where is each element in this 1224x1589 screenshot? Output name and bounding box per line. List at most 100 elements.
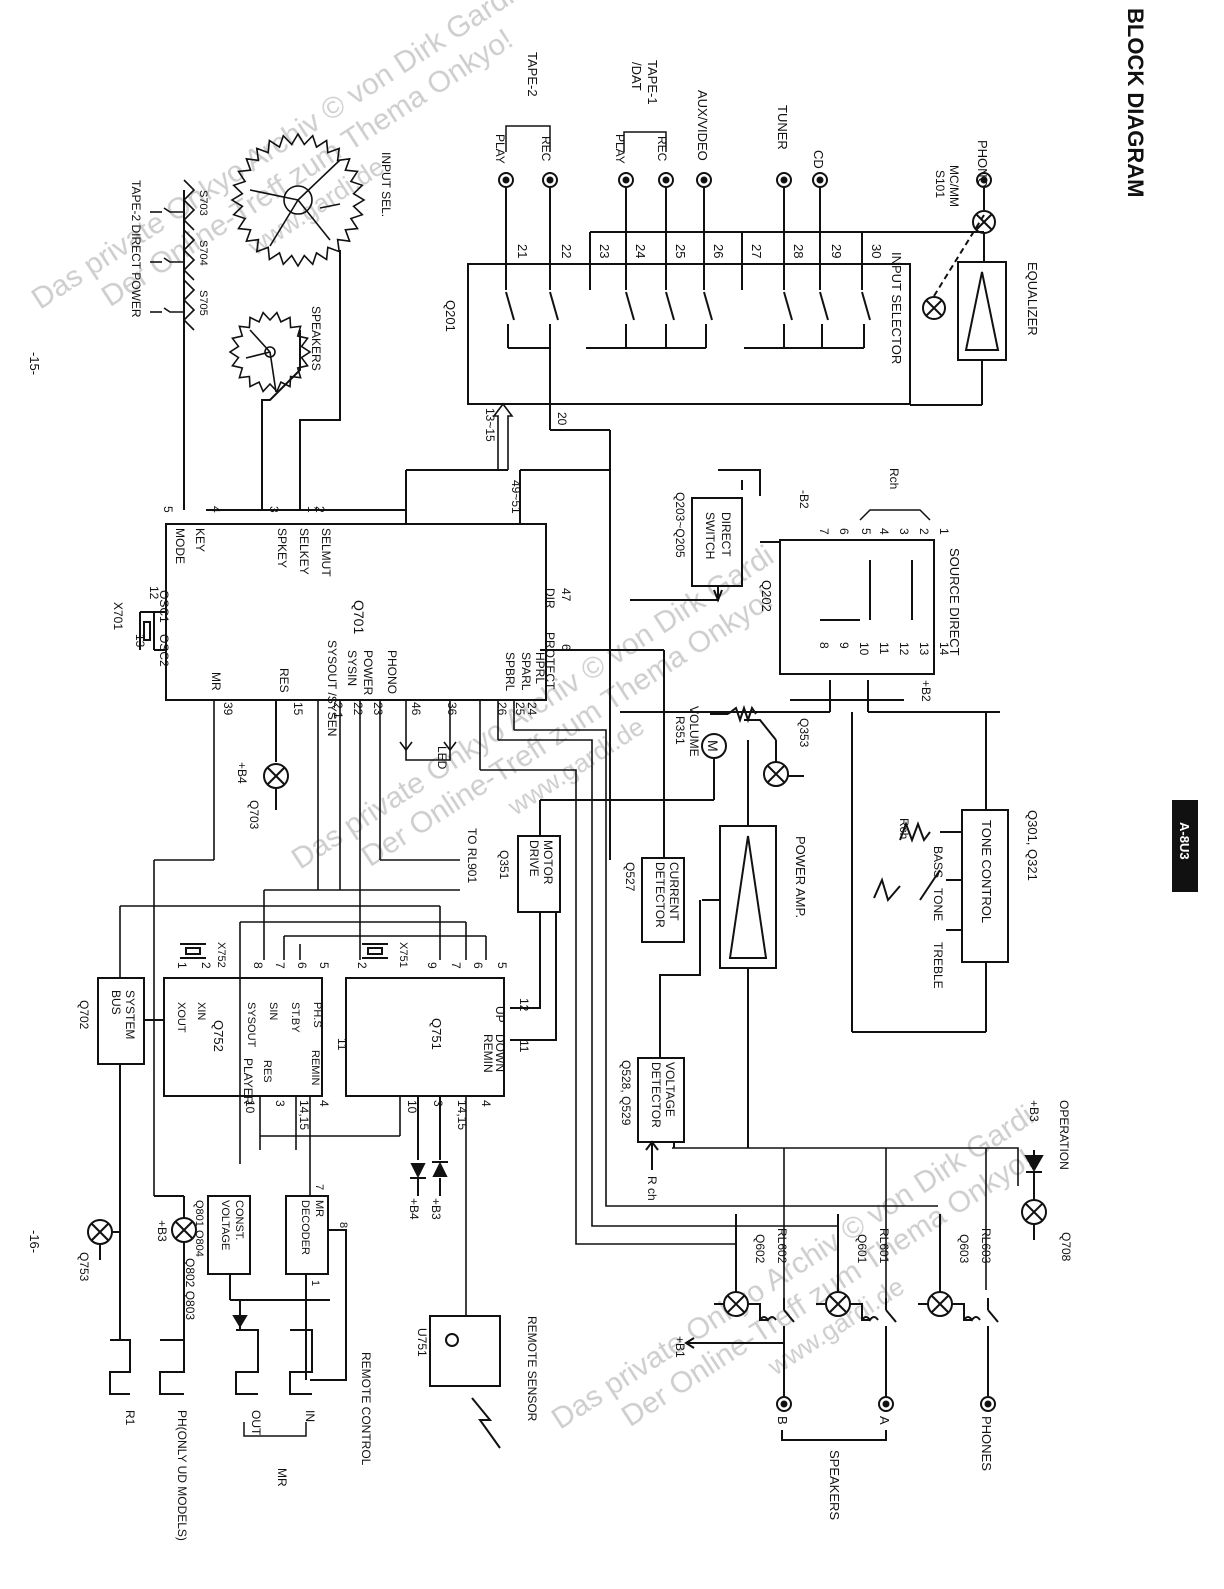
q752-crystal: X752 bbox=[215, 942, 227, 968]
input-selector-pin-26: 26 bbox=[711, 244, 726, 258]
page-number-left: -15- bbox=[27, 352, 42, 375]
control-bus-lines bbox=[119, 700, 487, 1196]
q703-label: Q703 bbox=[247, 800, 261, 830]
relay-label-0: RL603 bbox=[979, 1228, 993, 1264]
q701-right-pin-name-3: SPARL bbox=[519, 652, 533, 691]
source-direct-ref: Q202 bbox=[759, 580, 774, 612]
source-direct-pin-6: 6 bbox=[837, 528, 851, 535]
power-amp-label: POWER AMP. bbox=[793, 836, 808, 918]
watermark-line-2: Der Online-Treff zum Thema Onkyo! bbox=[616, 1143, 1039, 1434]
input-selector-pin-21: 21 bbox=[515, 244, 530, 258]
q802-transistor bbox=[154, 1195, 197, 1340]
input-selector-pin-23: 23 bbox=[597, 244, 612, 258]
q701-right-pin-0: 47 bbox=[559, 588, 573, 602]
source-direct-pin-13: 13 bbox=[917, 642, 931, 656]
tape2-direct-power-label: TAPE-2 DIRECT POWER bbox=[129, 180, 143, 318]
q701-pin-2: 2 bbox=[313, 506, 327, 513]
b3-label-operation: +B3 bbox=[1027, 1100, 1041, 1122]
power-amp-block bbox=[702, 740, 777, 1148]
st-switches bbox=[150, 179, 196, 331]
tone-control-block bbox=[851, 712, 1009, 1033]
tone-control-ref: Q301, Q321 bbox=[1025, 810, 1040, 881]
source-direct-pin-3: 3 bbox=[897, 528, 911, 535]
tape2-play-label: PLAY bbox=[493, 134, 507, 164]
aux-video-input-label: AUX/VIDEO bbox=[695, 90, 710, 161]
q701-pin-name-4: MODE bbox=[173, 528, 187, 564]
q752-pin-7: 4 bbox=[317, 1100, 331, 1107]
led-label: LED bbox=[435, 746, 449, 770]
operation-label: OPERATION bbox=[1057, 1100, 1071, 1170]
q701-pin-name-8: RES bbox=[277, 668, 291, 693]
relay-label-2: RL602 bbox=[775, 1228, 789, 1264]
system-bus-label-2: BUS bbox=[109, 990, 123, 1015]
current-detector-label-2: DETECTOR bbox=[653, 862, 667, 928]
mcmm-switch-label: MC/MM bbox=[947, 165, 961, 207]
relay-rl603 bbox=[918, 1214, 999, 1323]
q751-pin-3: 6 bbox=[471, 962, 485, 969]
q701-crystal: X701 bbox=[111, 602, 125, 630]
relay-rl602 bbox=[714, 1214, 795, 1323]
source-direct-label: SOURCE DIRECT bbox=[947, 548, 962, 656]
q752-pin-stby: ST.BY bbox=[289, 1002, 301, 1033]
b4-label-led: +B4 bbox=[407, 1198, 421, 1220]
model-tab-label: A-8U3 bbox=[1177, 822, 1192, 860]
tone-control-rch: Rch bbox=[897, 818, 911, 839]
q701-ref: Q701 bbox=[351, 600, 367, 634]
ph-only-label: PH(ONLY UD MODELS) bbox=[175, 1410, 189, 1541]
mcmm-switch-ref: S101 bbox=[933, 170, 947, 198]
q701-top-pin: 49~51 bbox=[509, 480, 523, 514]
q751-pin-5: 11 bbox=[517, 1040, 531, 1053]
q701-block bbox=[139, 430, 611, 860]
q752-pin-4: 2 bbox=[199, 962, 213, 969]
volume-ref: R351 bbox=[673, 716, 687, 745]
q701-pin-13: 13 bbox=[133, 634, 147, 648]
input-selector-pin-24: 24 bbox=[633, 244, 648, 258]
in-label: IN bbox=[303, 1410, 317, 1422]
input-selector-pin-27: 27 bbox=[749, 244, 764, 258]
input-selector-pin-28: 28 bbox=[791, 244, 806, 258]
q752-pin-2: 7 bbox=[273, 962, 287, 969]
q751-ref: Q751 bbox=[429, 1018, 444, 1050]
source-direct-rch: Rch bbox=[887, 468, 901, 489]
const-voltage-block bbox=[207, 1195, 330, 1301]
input-selector-out-pin: 20 bbox=[555, 412, 569, 426]
phones-label: PHONES bbox=[979, 1416, 994, 1471]
q752-pin-1: 6 bbox=[295, 962, 309, 969]
relay-transistor-label-0: Q603 bbox=[957, 1234, 971, 1264]
input-sel-label: INPUT SEL. bbox=[379, 152, 393, 217]
q752-pin-3: 8 bbox=[251, 962, 265, 969]
q701-pin-name-0: SELMUT bbox=[319, 528, 333, 577]
current-detector-label-1: CURRENT bbox=[667, 862, 681, 921]
s704-label: S704 bbox=[197, 240, 209, 266]
remote-sensor-block bbox=[429, 1315, 501, 1449]
page-title: BLOCK DIAGRAM bbox=[1123, 8, 1148, 197]
q751-pin-9: 10 bbox=[405, 1100, 419, 1114]
source-direct-pin-9: 9 bbox=[837, 642, 851, 649]
q701-pin-name-3: KEY bbox=[193, 528, 207, 552]
mr-label: MR bbox=[275, 1468, 289, 1487]
q701-right-pin-6: 46 bbox=[409, 702, 423, 716]
protection-lines bbox=[479, 700, 1019, 1300]
relay-transistor-label-1: Q601 bbox=[855, 1234, 869, 1264]
volume-label: VOLUME bbox=[687, 706, 701, 757]
const-voltage-ref: Q801 Q804 bbox=[193, 1200, 205, 1257]
q751-down: DOWN bbox=[493, 1034, 507, 1072]
q752-pin-5: 1 bbox=[175, 962, 189, 969]
voltage-detector-rch: R ch bbox=[645, 1176, 659, 1201]
b3-label-led: +B3 bbox=[429, 1198, 443, 1220]
q701-right-pin-name-0: DIR bbox=[543, 588, 557, 609]
current-detector-ref: Q527 bbox=[623, 862, 637, 892]
watermark-line-1: Das private Onkyo Archiv © von Dirk Gard… bbox=[546, 1099, 1040, 1436]
tape-brackets bbox=[505, 125, 667, 152]
volume-motor bbox=[539, 704, 804, 836]
q701-pin-name-7: MR bbox=[209, 672, 223, 691]
q701-right-pin-8: 22 bbox=[351, 702, 365, 716]
q708-label: Q708 bbox=[1059, 1232, 1073, 1262]
q751-crystal: X751 bbox=[397, 942, 409, 968]
q701-right-pin-4: 26 bbox=[495, 702, 509, 716]
